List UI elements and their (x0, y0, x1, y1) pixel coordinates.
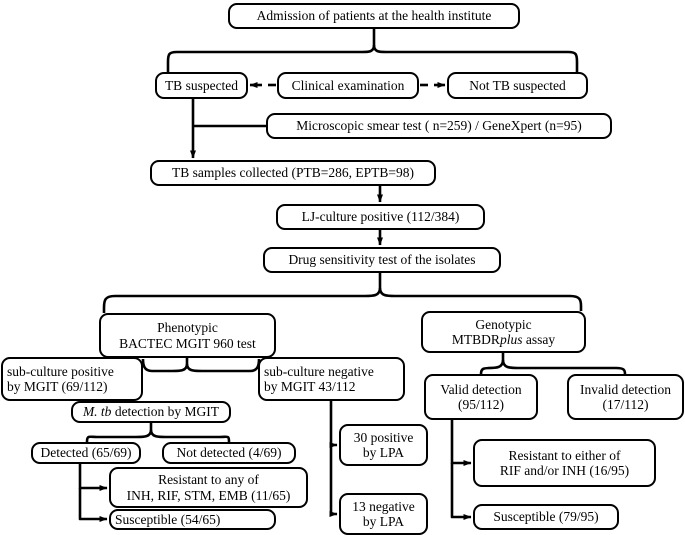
node-invalid-detection-line2: (17/112) (602, 397, 649, 412)
node-invalid-detection-line1: Invalid detection (579, 381, 672, 397)
link-subneg-to-lpa-positive (329, 401, 338, 448)
node-genotypic-line2: MTBDRplus assay (452, 332, 555, 347)
link-dst-to-genotypic (378, 287, 583, 311)
link-phenotypic-to-subpos (141, 358, 189, 373)
node-clinical-examination-line1: Clinical examination (291, 77, 405, 93)
node-not-tb-suspected[interactable]: Not TB suspected (447, 72, 588, 99)
node-subculture-negative-line1: sub-culture negative (264, 363, 374, 379)
node-genotypic[interactable]: Genotypic MTBDRplus assay (421, 311, 586, 353)
link-admission-to-not-tb (372, 44, 579, 72)
node-susceptible-phenotypic-line1: Susceptible (54/65) (115, 511, 221, 527)
node-lpa-negative-line2: by LPA (362, 514, 405, 529)
link-genotypic-to-valid (479, 359, 505, 375)
link-valid-to-susceptible (450, 463, 472, 520)
link-genotypic-to-invalid (501, 359, 627, 375)
node-resistant-genotypic-line1: Resistant to either of (508, 447, 621, 463)
node-susceptible-genotypic-line1: Susceptible (79/95) (493, 509, 599, 525)
node-phenotypic-line1: Phenotypic (157, 320, 218, 336)
node-clinical-examination[interactable]: Clinical examination (277, 72, 419, 99)
node-not-tb-suspected-line1: Not TB suspected (469, 77, 566, 93)
node-resistant-genotypic[interactable]: Resistant to either of RIF and/or INH (1… (473, 439, 656, 487)
node-mtb-detection-line1: M. tb detection by MGIT (83, 404, 219, 419)
node-samples-collected-line1: TB samples collected (PTB=286, EPTB=98) (171, 165, 415, 181)
node-detected[interactable]: Detected (65/69) (31, 442, 141, 464)
node-invalid-detection[interactable]: Invalid detection (17/112) (567, 374, 684, 420)
node-susceptible-phenotypic[interactable]: Susceptible (54/65) (109, 509, 276, 530)
link-valid-to-resistant (450, 420, 472, 466)
node-valid-detection-line2: (95/112) (458, 397, 504, 412)
node-valid-detection[interactable]: Valid detection (95/112) (424, 374, 538, 420)
link-phenotypic-to-subneg (185, 358, 261, 373)
node-subculture-negative-line2: by MGIT 43/112 (264, 379, 356, 394)
node-not-detected[interactable]: Not detected (4/69) (162, 442, 296, 464)
node-not-detected-line1: Not detected (4/69) (176, 445, 282, 461)
node-detected-line1: Detected (65/69) (40, 445, 132, 461)
node-resistant-phenotypic[interactable]: Resistant to any of INH, RIF, STM, EMB (… (109, 467, 308, 508)
node-smear-test[interactable]: Microscopic smear test ( n=259) / GeneXp… (266, 113, 612, 139)
node-resistant-genotypic-line2: RIF and/or INH (16/95) (499, 463, 630, 478)
node-drug-sensitivity[interactable]: Drug sensitivity test of the isolates (263, 247, 501, 273)
node-samples-collected[interactable]: TB samples collected (PTB=286, EPTB=98) (150, 160, 436, 186)
node-resistant-phenotypic-line1: Resistant to any of (158, 472, 259, 488)
node-genotypic-line1: Genotypic (475, 316, 532, 332)
link-admission-to-tb-suspected (166, 44, 376, 72)
node-genotypic-line2-post: assay (522, 332, 556, 347)
node-admission-line1: Admission of patients at the health inst… (256, 8, 492, 24)
node-resistant-phenotypic-line2: INH, RIF, STM, EMB (11/65) (126, 487, 291, 503)
node-genotypic-line2-italic: plus (499, 332, 523, 347)
node-mtb-detection-post: detection by MGIT (111, 404, 220, 420)
node-subculture-positive[interactable]: sub-culture positive by MGIT (69/112) (1, 357, 143, 401)
node-admission[interactable]: Admission of patients at the health inst… (228, 3, 520, 29)
node-phenotypic[interactable]: Phenotypic BACTEC MGIT 960 test (99, 313, 276, 358)
node-mtb-detection-italic: M. tb (82, 404, 112, 420)
node-lj-culture-line1: LJ-culture positive (112/384) (301, 209, 460, 225)
node-drug-sensitivity-line1: Drug sensitivity test of the isolates (288, 252, 476, 268)
link-detected-to-susceptible (78, 488, 108, 522)
node-lpa-positive-line2: by LPA (362, 445, 405, 460)
node-lpa-negative[interactable]: 13 negative by LPA (339, 493, 428, 535)
node-tb-suspected-line1: TB suspected (164, 77, 239, 93)
node-valid-detection-line1: Valid detection (440, 381, 522, 397)
node-lj-culture[interactable]: LJ-culture positive (112/384) (276, 204, 485, 230)
node-lpa-negative-line1: 13 negative (352, 498, 415, 514)
node-smear-test-line1: Microscopic smear test ( n=259) / GeneXp… (296, 118, 582, 134)
link-mtb-to-notdetected (149, 429, 231, 443)
link-mtb-to-detected (85, 429, 153, 443)
node-subculture-positive-line1: sub-culture positive (7, 363, 114, 379)
node-susceptible-genotypic[interactable]: Susceptible (79/95) (473, 504, 619, 530)
node-lpa-positive[interactable]: 30 positive by LPA (339, 424, 428, 466)
node-tb-suspected[interactable]: TB suspected (155, 72, 248, 99)
link-subneg-to-lpa-negative (329, 445, 338, 517)
node-mtb-detection[interactable]: M. tb detection by MGIT (71, 401, 231, 423)
node-phenotypic-line2: BACTEC MGIT 960 test (119, 335, 256, 351)
node-lpa-positive-line1: 30 positive (353, 429, 414, 445)
node-subculture-negative[interactable]: sub-culture negative by MGIT 43/112 (258, 357, 405, 401)
link-dst-to-phenotypic (102, 287, 382, 313)
node-genotypic-line2-pre: MTBDR (451, 332, 500, 347)
link-detected-to-resistant (78, 464, 108, 491)
node-subculture-positive-line2: by MGIT (69/112) (7, 379, 108, 394)
